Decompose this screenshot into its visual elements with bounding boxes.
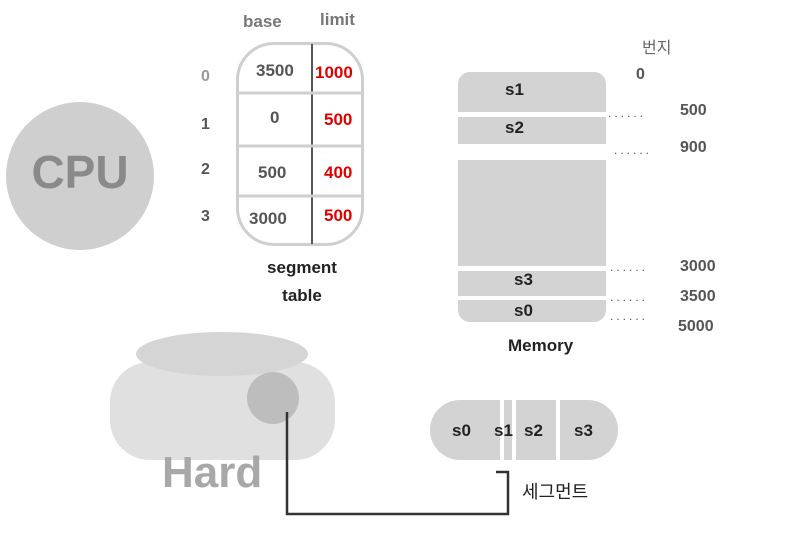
memory-divider-2 <box>458 144 606 160</box>
address-500: 500 <box>680 102 707 119</box>
limit-header: limit <box>320 10 355 29</box>
limit-cell-3: 500 <box>324 206 353 225</box>
program-divider-1 <box>500 400 504 460</box>
memory-segment-s2: s2 <box>505 118 524 137</box>
address-dots-3000: ...... <box>610 260 649 274</box>
address-3000: 3000 <box>680 258 716 275</box>
limit-cell-0: 1000 <box>315 63 353 82</box>
memory-divider-3 <box>458 266 606 271</box>
memory-label: Memory <box>508 336 574 355</box>
program-segment-s2: s2 <box>524 421 543 440</box>
hard-disk-label: Hard <box>162 448 263 497</box>
base-cell-0: 3500 <box>256 61 294 80</box>
program-divider-2 <box>512 400 516 460</box>
address-900: 900 <box>680 139 707 156</box>
row-index-2: 2 <box>201 161 210 178</box>
address-5000: 5000 <box>678 318 714 335</box>
limit-cell-2: 400 <box>324 163 353 182</box>
memory-divider-1 <box>458 112 606 117</box>
memory-segment-s1: s1 <box>505 80 524 99</box>
address-dots-5000: ...... <box>610 309 649 323</box>
segment-table-caption-2: table <box>282 286 322 305</box>
memory-divider-4 <box>458 296 606 300</box>
program-segments <box>430 400 618 460</box>
program-segment-s3: s3 <box>574 421 593 440</box>
memory-segment-s0: s0 <box>514 301 533 320</box>
address-header: 번지 <box>642 40 672 57</box>
base-cell-1: 0 <box>270 108 280 127</box>
segment-table-caption-1: segment <box>267 258 337 277</box>
row-index-1: 1 <box>201 116 210 133</box>
base-cell-2: 500 <box>258 163 287 182</box>
address-dots-500: ...... <box>608 106 647 120</box>
base-header: base <box>243 12 282 31</box>
cpu-label: CPU <box>31 146 129 198</box>
address-0: 0 <box>636 66 645 83</box>
segment-table-frame <box>236 42 364 246</box>
row-index-3: 3 <box>201 208 210 225</box>
limit-cell-1: 500 <box>324 110 353 129</box>
address-3500: 3500 <box>680 288 716 305</box>
program-label: 세그먼트 <box>522 482 589 502</box>
program-divider-3 <box>556 400 560 460</box>
base-cell-3: 3000 <box>249 209 287 228</box>
program-segment-s1: s1 <box>494 421 513 440</box>
address-dots-3500: ...... <box>610 290 649 304</box>
memory-segment-s3: s3 <box>514 270 533 289</box>
cpu-circle <box>6 102 154 250</box>
row-index-0: 0 <box>201 68 210 85</box>
program-segment-s0: s0 <box>452 421 471 440</box>
address-dots-900: ...... <box>614 143 653 157</box>
